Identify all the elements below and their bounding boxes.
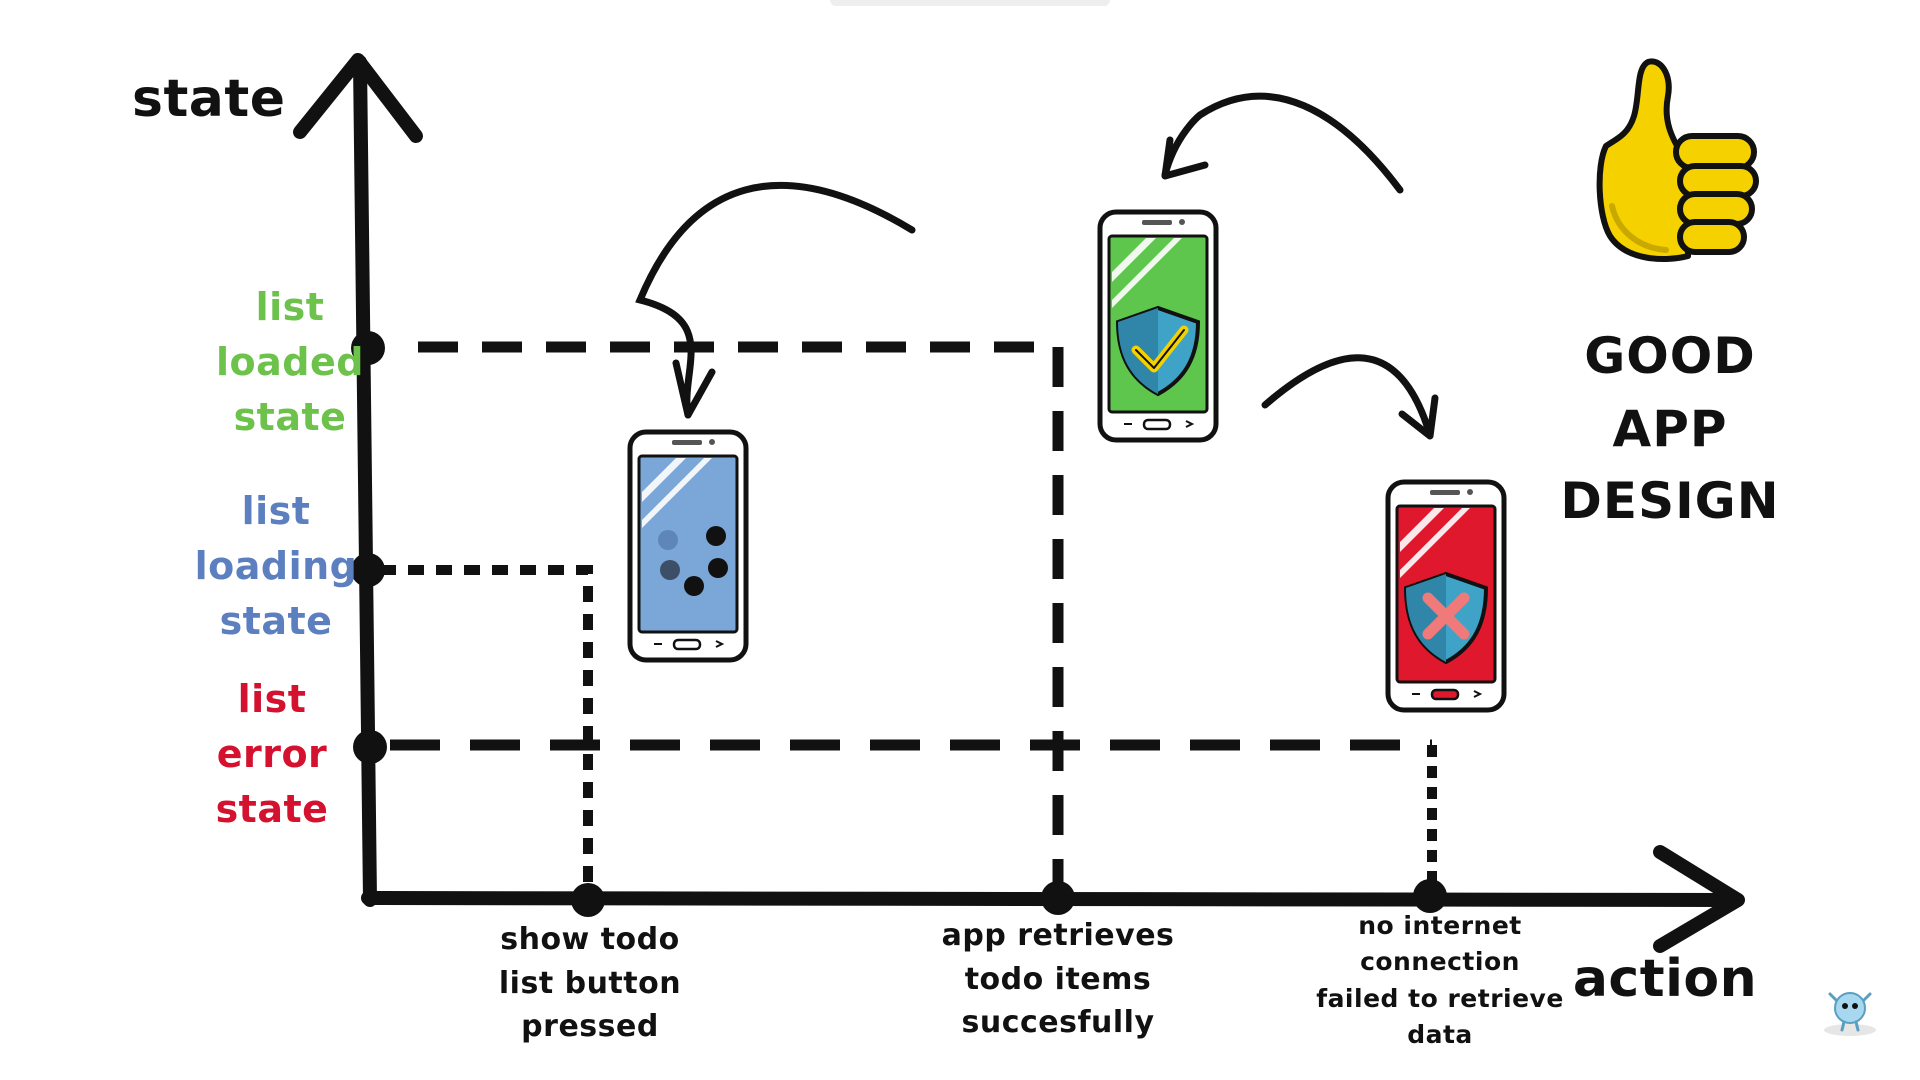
x-axis-title: action [1572, 949, 1758, 1009]
top-smudge [830, 0, 1110, 6]
transition-arrow-to-success-head [1161, 136, 1209, 180]
transition-arrow-to-error [1261, 354, 1434, 439]
fail-action-dot [1413, 879, 1447, 913]
error-phone [1385, 479, 1507, 713]
loaded-state-dot [351, 331, 385, 365]
state-label-loaded: list loaded state [216, 285, 364, 440]
thumbs-up-icon [1596, 58, 1759, 263]
state-label-loading: list loading state [194, 489, 358, 644]
transition-arrow-to-loading [635, 182, 916, 419]
loaded-guide-line [418, 341, 1064, 900]
mascot-icon [1824, 992, 1876, 1036]
transition-arrow-to-error-head [1398, 394, 1439, 440]
action-label-success: app retrieves todo items succesfully [941, 918, 1175, 1040]
transition-arrow-to-success [1161, 92, 1404, 194]
shield-x-icon [1403, 571, 1489, 665]
error-state-dot [353, 730, 387, 764]
transition-arrow-to-loading-head [672, 359, 716, 419]
shield-check-icon [1115, 305, 1201, 397]
show-action-dot [571, 883, 605, 917]
loading-dots-icon [658, 526, 728, 596]
action-label-show: show todo list button pressed [498, 922, 682, 1044]
y-axis-title: state [132, 69, 286, 129]
x-axis-arrowhead [1653, 845, 1745, 953]
loading-phone [627, 429, 749, 663]
good-app-design-text: GOOD APP DESIGN [1560, 327, 1780, 530]
y-axis-arrowhead [293, 53, 423, 143]
loading-guide-line [380, 565, 593, 900]
state-label-error: list error state [215, 677, 329, 832]
loading-state-dot [351, 553, 385, 587]
success-phone [1097, 209, 1219, 443]
success-action-dot [1041, 881, 1075, 915]
action-label-fail: no internet connection failed to retriev… [1316, 911, 1564, 1049]
